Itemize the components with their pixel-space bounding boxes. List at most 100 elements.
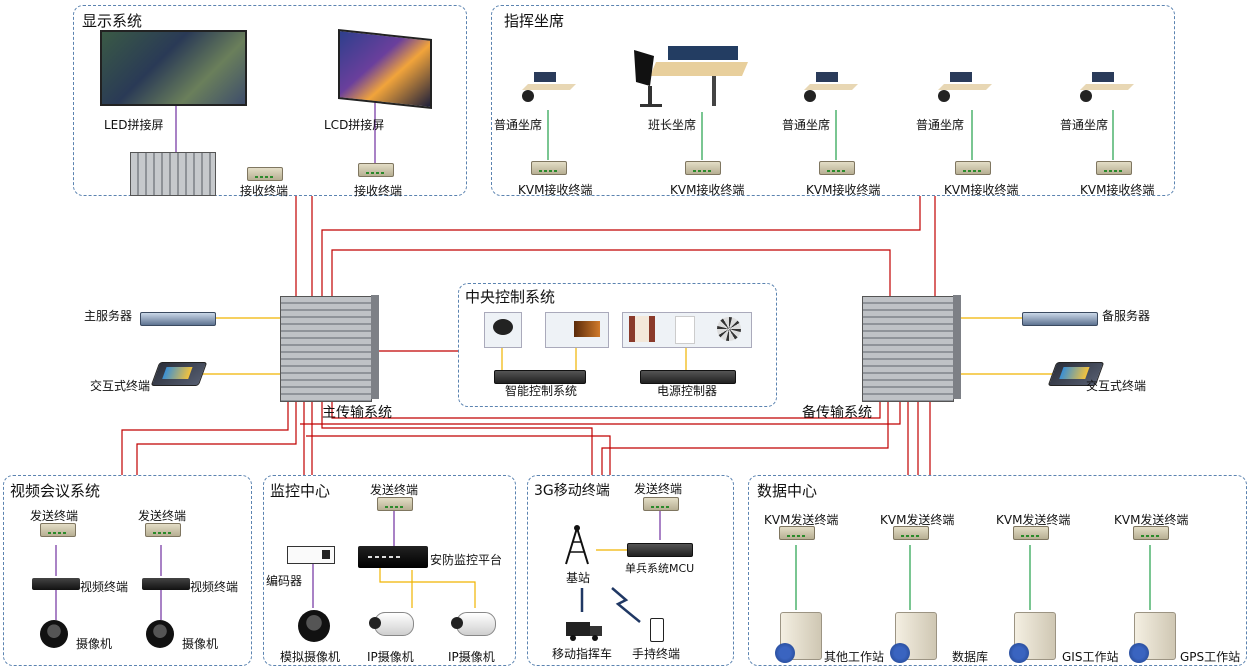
command-seats-title: 指挥坐席 bbox=[504, 12, 565, 30]
backup-server-icon bbox=[1022, 312, 1098, 326]
seat-desk-icon bbox=[800, 66, 858, 102]
handheld-phone-icon bbox=[650, 618, 664, 642]
main-server-icon bbox=[140, 312, 216, 326]
vc-cam-label-2: 摄像机 bbox=[182, 637, 219, 651]
lcd-wall-icon bbox=[338, 29, 432, 109]
seat-desk-icon bbox=[518, 66, 576, 102]
kvm-recv-label-4: KVM接收终端 bbox=[944, 183, 1019, 197]
security-platform-icon bbox=[358, 546, 428, 568]
command-seats-group: 指挥坐席 bbox=[491, 5, 1175, 196]
camera-icon bbox=[146, 620, 174, 648]
smart-control-box-icon bbox=[494, 370, 586, 384]
kvm-recv-label-5: KVM接收终端 bbox=[1080, 183, 1155, 197]
station-label-3: GIS工作站 bbox=[1062, 650, 1119, 664]
platform-label: 安防监控平台 bbox=[430, 553, 503, 567]
command-vehicle-icon bbox=[566, 618, 604, 642]
vc-send-label-2: 发送终端 bbox=[138, 509, 187, 523]
station-label-4: GPS工作站 bbox=[1180, 650, 1241, 664]
seat-label-1: 普通坐席 bbox=[494, 118, 543, 132]
analog-camera-label: 模拟摄像机 bbox=[280, 650, 341, 664]
mcu-label: 单兵系统MCU bbox=[625, 562, 695, 575]
power-controller-icon bbox=[640, 370, 736, 384]
kvm-recv-label-3: KVM接收终端 bbox=[806, 183, 881, 197]
backup-server-label: 备服务器 bbox=[1102, 309, 1151, 323]
dc-kvm-label-2: KVM发送终端 bbox=[880, 513, 955, 527]
main-transmission-label: 主传输系统 bbox=[322, 405, 392, 421]
main-transmission-chassis-icon bbox=[280, 295, 379, 402]
ip-camera-icon bbox=[369, 612, 414, 636]
camera-icon bbox=[40, 620, 68, 648]
vehicle-label: 移动指挥车 bbox=[552, 647, 613, 661]
vc-vt-label-1: 视频终端 bbox=[80, 580, 129, 594]
kvm-recv-label-2: KVM接收终端 bbox=[670, 183, 745, 197]
kvm-send-terminal-icon bbox=[1013, 526, 1049, 540]
ptz-camera-icon bbox=[484, 312, 522, 348]
send-terminal-icon bbox=[145, 523, 181, 537]
send-terminal-icon bbox=[40, 523, 76, 537]
seat-label-5: 普通坐席 bbox=[1060, 118, 1109, 132]
dc-kvm-label-4: KVM发送终端 bbox=[1114, 513, 1189, 527]
workstation-icon bbox=[775, 612, 822, 663]
splicer-processor-icon bbox=[130, 152, 216, 196]
kvm-send-terminal-icon bbox=[893, 526, 929, 540]
video-terminal-icon bbox=[32, 578, 80, 590]
power-controller-label: 电源控制器 bbox=[657, 384, 718, 398]
vc-cam-label-1: 摄像机 bbox=[76, 637, 113, 651]
kvm-receiver-icon bbox=[1096, 161, 1132, 175]
lcd-label: LCD拼接屏 bbox=[324, 118, 385, 132]
monitoring-center-title: 监控中心 bbox=[270, 482, 331, 500]
mobile-3g-group: 3G移动终端 bbox=[527, 475, 734, 666]
kvm-recv-label-1: KVM接收终端 bbox=[518, 183, 593, 197]
dc-kvm-label-3: KVM发送终端 bbox=[996, 513, 1071, 527]
receiver-terminal-icon bbox=[247, 167, 283, 181]
station-label-1: 其他工作站 bbox=[824, 650, 885, 664]
station-label-2: 数据库 bbox=[952, 650, 989, 664]
ip-camera-label-1: IP摄像机 bbox=[367, 650, 414, 664]
kvm-send-terminal-icon bbox=[1133, 526, 1169, 540]
monitor-send-label: 发送终端 bbox=[370, 483, 419, 497]
kvm-receiver-icon bbox=[955, 161, 991, 175]
kvm-send-terminal-icon bbox=[779, 526, 815, 540]
kvm-receiver-icon bbox=[685, 161, 721, 175]
data-center-title: 数据中心 bbox=[757, 482, 818, 500]
analog-camera-icon bbox=[298, 610, 330, 642]
led-wall-icon bbox=[100, 30, 247, 106]
recv-label-1: 接收终端 bbox=[240, 184, 289, 198]
mcu-device-icon bbox=[627, 543, 693, 557]
main-server-label: 主服务器 bbox=[84, 309, 133, 323]
base-station-label: 基站 bbox=[566, 571, 591, 585]
kvm-receiver-icon bbox=[531, 161, 567, 175]
video-conference-title: 视频会议系统 bbox=[10, 482, 101, 500]
recv-label-2: 接收终端 bbox=[354, 184, 403, 198]
interactive-terminal-label-left: 交互式终端 bbox=[90, 379, 151, 393]
seat-label-4: 普通坐席 bbox=[916, 118, 965, 132]
central-control-title: 中央控制系统 bbox=[465, 288, 556, 306]
receiver-terminal-icon bbox=[358, 163, 394, 177]
backup-transmission-chassis-icon bbox=[862, 295, 961, 402]
monitoring-center-group: 监控中心 bbox=[263, 475, 516, 666]
send-terminal-icon bbox=[643, 497, 679, 511]
ip-camera-label-2: IP摄像机 bbox=[448, 650, 495, 664]
encoder-label: 编码器 bbox=[266, 574, 303, 588]
central-control-group: 中央控制系统 bbox=[458, 283, 777, 407]
led-label: LED拼接屏 bbox=[104, 118, 164, 132]
ip-camera-icon bbox=[451, 612, 496, 636]
gps-workstation-icon bbox=[1129, 612, 1176, 663]
gis-workstation-icon bbox=[1009, 612, 1056, 663]
mobile-send-label: 发送终端 bbox=[634, 482, 683, 496]
display-panel-icon bbox=[545, 312, 609, 348]
mobile-3g-title: 3G移动终端 bbox=[534, 483, 610, 499]
seat-desk-icon bbox=[934, 66, 992, 102]
base-station-icon bbox=[562, 524, 592, 566]
curtain-light-fan-icon bbox=[622, 312, 752, 348]
send-terminal-icon bbox=[377, 497, 413, 511]
interactive-terminal-label-right: 交互式终端 bbox=[1086, 379, 1147, 393]
video-terminal-icon bbox=[142, 578, 190, 590]
dc-kvm-label-1: KVM发送终端 bbox=[764, 513, 839, 527]
database-server-icon bbox=[890, 612, 937, 663]
vc-send-label-1: 发送终端 bbox=[30, 509, 79, 523]
leader-seat-icon bbox=[632, 46, 752, 112]
display-system-title: 显示系统 bbox=[82, 12, 143, 30]
seat-label-2: 班长坐席 bbox=[648, 118, 697, 132]
